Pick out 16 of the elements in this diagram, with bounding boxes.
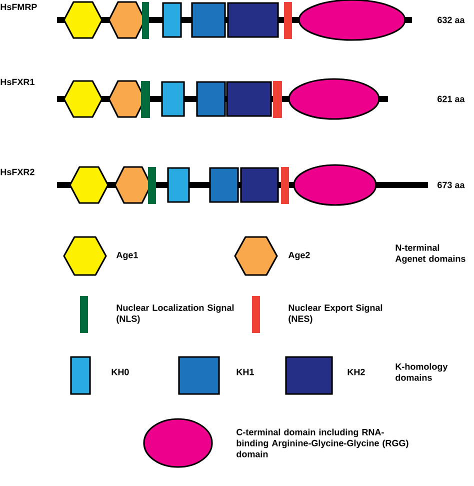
legend-text: C-terminal domain including RNA-binding Arginine-Glycine-Glycine (RGG) domain	[236, 428, 408, 458]
protein-name: HsFMRP	[0, 4, 37, 10]
legend-text: Age1	[116, 252, 138, 260]
protein-length: 673 aa	[438, 182, 465, 188]
protein-length: 632 aa	[438, 16, 465, 24]
legend-text: KH2	[348, 368, 365, 376]
legend-text: Age2	[288, 252, 310, 260]
legend-text: Nuclear Export Signal (NES)	[288, 304, 382, 324]
protein-name: HsFXR1	[0, 78, 34, 86]
protein-name: HsFXR2	[0, 168, 34, 176]
legend-text: KH1	[236, 368, 254, 376]
legend-text: KH0	[112, 368, 129, 376]
protein-length: 621 aa	[438, 96, 465, 102]
group-label: N-terminal Agenet domains	[395, 244, 466, 264]
legend-text: Nuclear Localization Signal (NLS)	[116, 304, 234, 324]
group-label: K-homology domains	[396, 363, 448, 381]
